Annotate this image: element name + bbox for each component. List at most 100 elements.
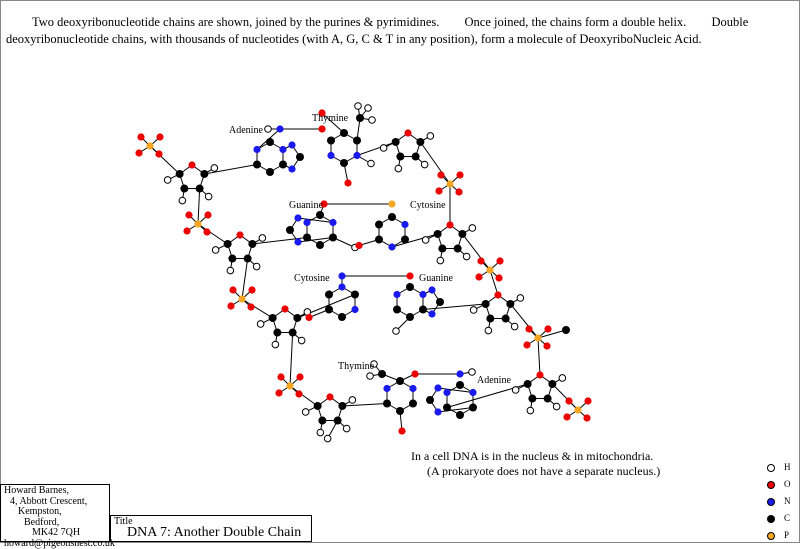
atom-c [303,234,311,242]
atom-c [396,153,404,161]
atom-h [437,257,444,264]
atom-c [286,226,294,234]
atom-h [485,327,492,334]
atom-p [574,406,581,413]
bond-lines [139,106,588,439]
atom-n [294,238,301,245]
legend-dot-h [767,464,775,472]
atom-c [314,402,322,410]
atom-h [511,323,518,330]
atom-h [272,341,279,348]
atom-o [398,427,405,434]
atom-n [434,384,441,391]
atom-c [458,230,466,238]
atom-o [203,228,210,235]
atom-c [353,137,361,145]
atom-o [565,397,572,404]
atom-h [527,407,534,414]
bond [538,338,540,375]
atom-c [469,404,477,412]
atom-c [392,138,400,146]
atom-c [228,255,236,263]
legend-symbol-c: C [784,513,790,523]
atom-o [326,393,333,400]
atom-h [368,160,375,167]
bond [242,259,248,299]
atom-o [295,390,302,397]
bond [290,386,318,406]
atom-n [419,291,426,298]
atom-h [463,253,470,260]
atom-o [277,373,284,380]
atom-o [137,133,144,140]
atom-c [506,300,514,308]
atom-p [238,295,245,302]
atom-h [469,225,476,232]
atom-c [416,138,424,146]
bond [242,299,273,318]
atom-n [351,306,358,313]
atom-c [338,313,346,321]
atom-o [229,286,236,293]
label-thymine-top: Thymine [312,113,349,124]
atom-o [435,187,442,194]
atom-o [188,161,195,168]
atom-n [288,141,295,148]
label-guanine-upper: Guanine [289,200,323,211]
atom-c [396,407,404,415]
bond [150,146,180,174]
atom-c [548,380,556,388]
atom-o [496,257,503,264]
atom-o [227,302,234,309]
atom-c [438,245,446,253]
atom-h [421,161,428,168]
author-email[interactable]: howard@pigeonsnest.co.uk [4,539,109,549]
atom-o [156,133,163,140]
atom-c [327,137,335,145]
atom-p [486,266,493,273]
atom-o [305,314,312,321]
atom-c [224,240,232,248]
atom-c [412,153,420,161]
bond [198,224,228,244]
atom-h [517,295,524,302]
atom-h [553,403,560,410]
legend-dot-p [767,532,775,540]
atom-h [205,193,212,200]
atom-c [293,314,301,322]
atom-o [544,325,551,332]
atom-n [279,146,286,153]
atom-c [340,159,348,167]
atom-c [269,314,277,322]
atom-c [378,370,386,378]
atom-c [375,221,383,229]
atom-n [434,408,441,415]
atom-h [257,321,264,328]
atom-h [380,145,387,152]
atom-c [318,417,326,425]
atom-n [329,219,336,226]
atom-o [281,305,288,312]
atom-h [317,429,324,436]
atom-o [543,342,550,349]
atom-n [409,385,416,392]
atom-c [196,185,204,193]
atom-h [298,337,305,344]
atom-o [344,179,351,186]
atom-n [338,283,345,290]
atom-o [525,325,532,332]
author-name: Howard Barnes, [4,486,109,497]
legend-symbol-h: H [784,462,791,472]
title-box: Title DNA 7: Another Double Chain [110,515,312,542]
atom-c [406,283,414,291]
atom-n [338,272,345,279]
atom-c [456,381,464,389]
atom-p [388,200,395,207]
atom-h [179,197,186,204]
atom-h [395,165,402,172]
atom-c [456,411,464,419]
atom-c [289,329,297,337]
atom-c [356,114,364,122]
atom-o [477,257,484,264]
atom-h [365,105,372,112]
